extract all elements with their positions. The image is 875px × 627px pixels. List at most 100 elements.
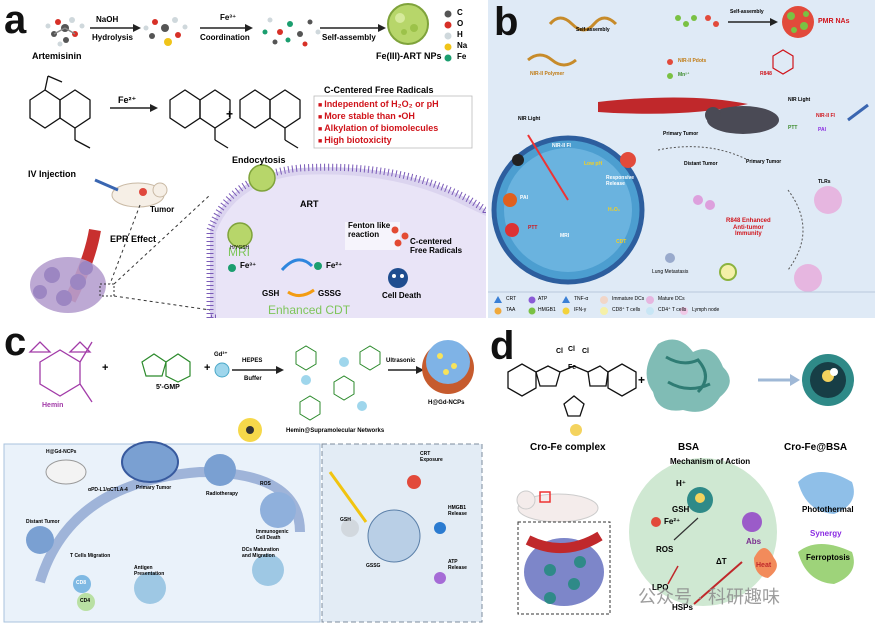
redox-arrow-bottom xyxy=(287,288,315,297)
panel-label-b: b xyxy=(494,0,519,44)
lung-metastasis-label: Lung Metastasis xyxy=(652,269,689,275)
panel-a: a NaOH Hydrolysis Fe³⁺ Coordination Self… xyxy=(0,0,486,318)
dc-maturation-label: DCs Maturation and Migration xyxy=(242,547,279,559)
icd-cell xyxy=(260,492,296,528)
antigen-label: Antigen Presentation xyxy=(134,565,165,577)
fe-art-label: Fe(III)-ART NPs xyxy=(376,51,442,61)
radical-property: High biotoxicity xyxy=(318,135,439,147)
mouse-b xyxy=(707,106,779,134)
hemin-label: Hemin xyxy=(42,402,64,409)
cd4-cell xyxy=(77,593,95,611)
supramolecular-network xyxy=(295,345,381,421)
pmr-nanoassembly xyxy=(782,6,814,38)
structure-radical-b xyxy=(239,89,301,149)
iv-injection-label: IV Injection xyxy=(28,169,77,179)
legend-mature-dc: Mature DCs xyxy=(658,296,685,302)
cro-fe-structure xyxy=(507,363,637,417)
fenton-region xyxy=(345,222,400,250)
lpo-label: LPO xyxy=(652,583,669,592)
cell-death-label: Cell Death xyxy=(382,291,422,300)
hydrolysis-label: Hydrolysis xyxy=(92,33,133,42)
plus-2: + xyxy=(204,362,211,374)
bsa-protein xyxy=(646,339,730,412)
radiation-beam xyxy=(328,471,368,523)
self-assembly-2: Self-assembly xyxy=(730,9,764,15)
mouse-c xyxy=(45,459,87,485)
np-label: H/YGSH xyxy=(230,245,250,251)
mri-b-label: MRI xyxy=(560,233,570,239)
gsh-molecule xyxy=(341,519,359,537)
panel-a-graphics xyxy=(29,3,486,318)
drug-label: H@Gd-NCPs xyxy=(46,449,77,455)
tumor-tissue-d xyxy=(524,538,604,606)
pai-label: PAI xyxy=(520,195,528,201)
panel-c-graphics xyxy=(3,340,483,623)
networks-label: Hemin@Supramolecular Networks xyxy=(286,428,385,434)
panel-c: c Hemin + 5'-GMP + Gd³⁺ HEPES Buffer Hem… xyxy=(0,322,486,627)
watermark-text: 公众号 · 科研趣味 xyxy=(638,587,780,607)
syringe-b xyxy=(847,103,869,122)
primary-tumor-c xyxy=(121,441,179,483)
hemin-structure xyxy=(28,341,93,403)
ferroptosis-label: Ferroptosis xyxy=(806,553,851,562)
legend-immature-dc: Immature DCs xyxy=(612,296,645,302)
cl-1: Cl xyxy=(556,348,563,355)
release-label: Responsive Release xyxy=(606,175,635,187)
legend-cd8: CD8⁺ T cells xyxy=(612,307,641,313)
plus-d: + xyxy=(638,373,646,387)
panel-d: d Cl Cl Cl Fe + Cro-Fe complex BSA Cro-F… xyxy=(488,322,875,627)
nir-light-label: NIR Light xyxy=(518,116,541,122)
legend-cd4: CD4⁺ T cells xyxy=(658,307,687,313)
h2o2-label: H₂O₂ xyxy=(608,207,620,213)
ultrasonic-label: Ultrasonic xyxy=(386,358,416,364)
nir-fi-2-label: NIR-II FI xyxy=(816,113,835,119)
dc-cell xyxy=(814,186,842,214)
panel-label-a: a xyxy=(4,0,27,42)
polymer-chain xyxy=(548,16,618,32)
structure-artemisinin xyxy=(29,75,91,149)
fe3-reagent-label: Fe³⁺ xyxy=(220,13,237,22)
panel-label-d: d xyxy=(490,324,515,368)
legend-crt: CRT xyxy=(506,296,517,302)
hydrolysed-molecule xyxy=(143,17,188,46)
panel-d-graphics xyxy=(507,339,854,615)
hmgb1-label: HMGB1 Release xyxy=(448,505,467,517)
legend-ifn: IFN-γ xyxy=(574,307,587,313)
light-source-icon xyxy=(512,154,524,166)
distant-tumor-label: Distant Tumor xyxy=(684,161,718,167)
checkpoint-label: αPD-L1/αCTLA-4 xyxy=(88,487,128,493)
low-ph-label: Low pH xyxy=(584,161,603,167)
h-plus-label: H⁺ xyxy=(676,479,686,488)
icd-label: Immunogenic Cell Death xyxy=(256,529,289,541)
gmp-label: 5'-GMP xyxy=(156,384,180,391)
artemisinin-label: Artemisinin xyxy=(32,51,82,61)
nir-polymer-label: NIR-II Polymer xyxy=(530,71,565,77)
ferroptosis-blob xyxy=(798,544,854,584)
lung-icon xyxy=(665,253,675,263)
distant-tumor-c xyxy=(26,526,54,554)
fe-art-nanoparticle xyxy=(387,3,429,45)
atp-label: ATP Release xyxy=(448,559,467,571)
legend-fe: Fe xyxy=(457,52,467,61)
laser-beam xyxy=(527,134,569,201)
syringe-icon xyxy=(94,178,119,192)
legend-dot-o xyxy=(444,21,452,29)
cd8-cell xyxy=(73,575,91,593)
fe3-cell-label: Fe³⁺ xyxy=(240,261,257,270)
legend-atp: ATP xyxy=(538,296,548,302)
photothermal-label: Photothermal xyxy=(802,505,854,514)
endocytosis-np xyxy=(248,164,276,192)
synergy-label: Synergy xyxy=(810,529,842,538)
enhanced-cdt-label: Enhanced CDT xyxy=(268,303,351,317)
inhibit-arrow xyxy=(693,561,743,605)
primary-tumor-label-2: Primary Tumor xyxy=(746,159,782,165)
ros-label: ROS xyxy=(260,481,271,487)
nir-light-2-label: NIR Light xyxy=(788,97,811,103)
legend-dot-na xyxy=(444,43,452,51)
antigen-cell xyxy=(134,572,166,604)
gsh-c-label: GSH xyxy=(340,517,351,523)
self-assembly-1: Self-assembly xyxy=(576,27,610,33)
t-cell xyxy=(719,263,737,281)
pai-icon xyxy=(503,193,517,207)
art-label: ART xyxy=(300,199,319,209)
